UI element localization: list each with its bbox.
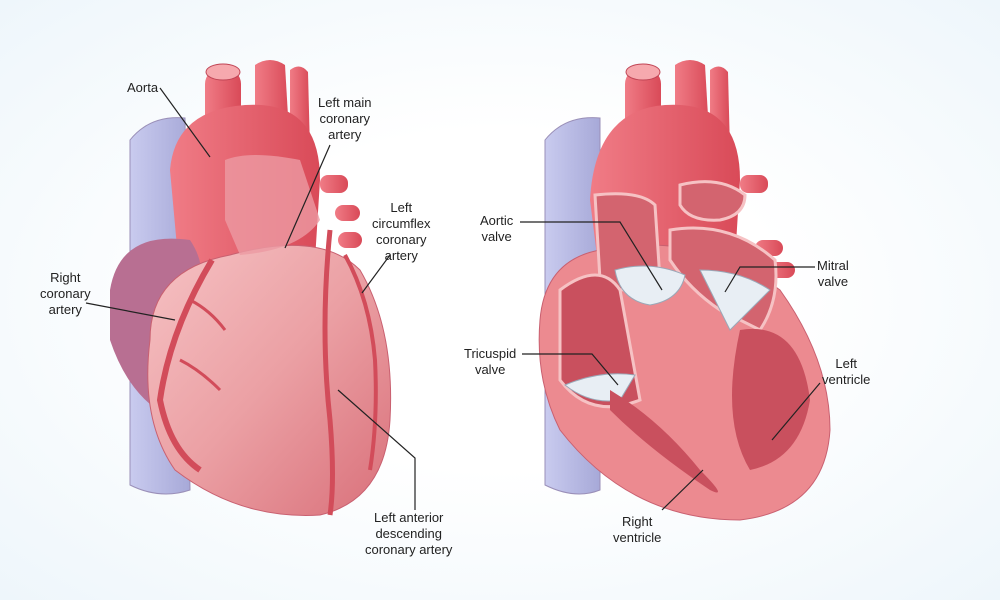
label-line: valve [481, 229, 512, 244]
label-mitral-valve: Mitral valve [817, 258, 849, 290]
label-line: Right [622, 514, 653, 529]
label-line: coronary [319, 111, 371, 126]
label-left-ventricle: Left ventricle [822, 356, 870, 388]
label-line: valve [817, 274, 849, 289]
label-left-anterior-descending-artery: Left anterior descending coronary artery [365, 510, 452, 558]
label-right-ventricle: Right ventricle [613, 514, 661, 546]
label-line: artery [48, 302, 82, 317]
label-line: Left main [318, 95, 372, 110]
label-line: coronary [375, 232, 427, 247]
external-heart [110, 60, 392, 516]
label-line: coronary [40, 286, 91, 301]
cross-section-heart [538, 60, 831, 521]
label-line: Left anterior [374, 510, 444, 525]
label-text: Aorta [127, 80, 159, 95]
label-line: Left [390, 200, 413, 215]
leader-lines [85, 87, 821, 511]
label-left-circumflex-coronary-artery: Left circumflex coronary artery [372, 200, 431, 264]
label-right-coronary-artery: Right coronary artery [40, 270, 91, 318]
label-line: circumflex [372, 216, 431, 231]
label-line: Mitral [817, 258, 849, 273]
label-line: Aortic [480, 213, 514, 228]
label-line: descending [375, 526, 442, 541]
label-line: ventricle [822, 372, 871, 387]
label-aorta: Aorta [127, 80, 158, 96]
label-aortic-valve: Aortic valve [480, 213, 513, 245]
label-line: valve [474, 362, 506, 377]
label-line: Right [50, 270, 81, 285]
label-line: artery [384, 248, 418, 263]
label-tricuspid-valve: Tricuspid valve [464, 346, 516, 378]
label-line: ventricle [613, 530, 662, 545]
label-line: Tricuspid [464, 346, 517, 361]
label-line: coronary artery [365, 542, 453, 557]
label-left-main-coronary-artery: Left main coronary artery [318, 95, 371, 143]
label-line: Left [835, 356, 858, 371]
label-line: artery [328, 127, 362, 142]
